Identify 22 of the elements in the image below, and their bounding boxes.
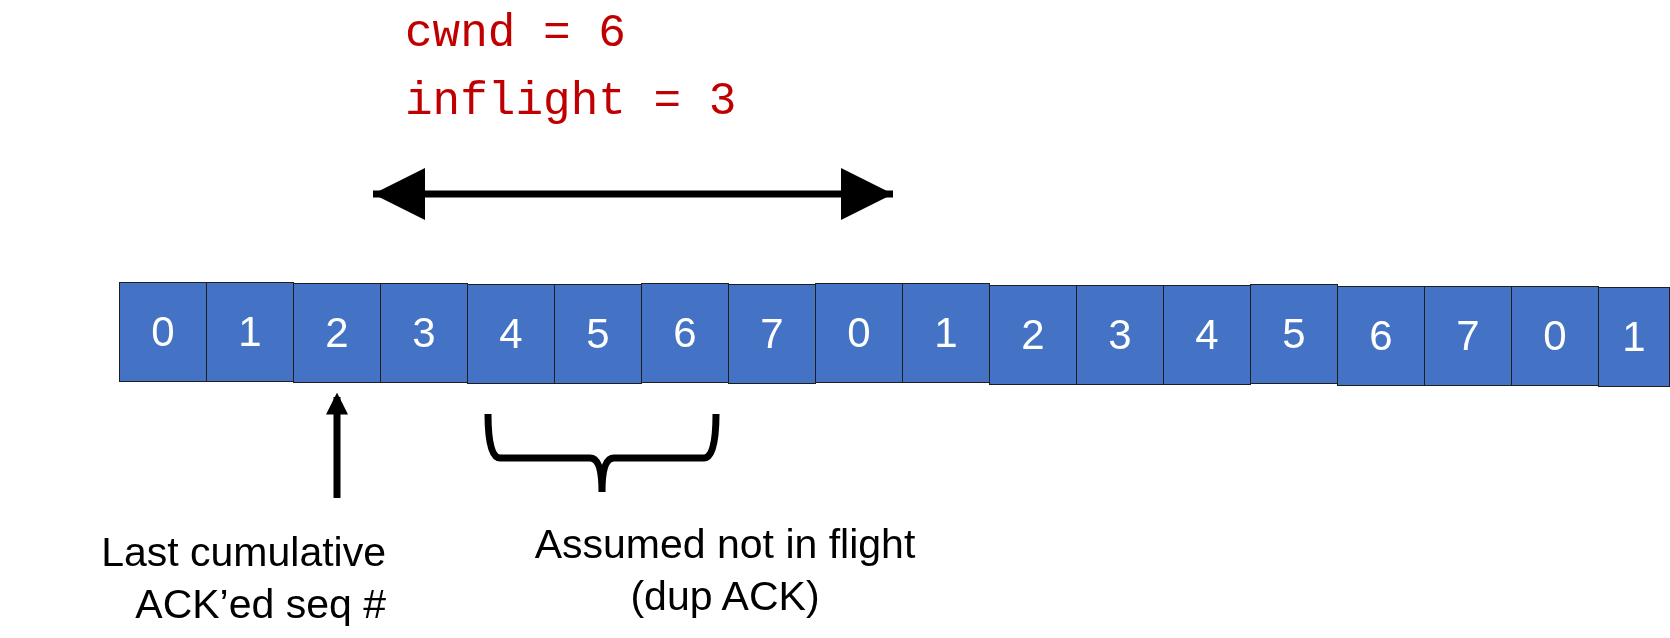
sequence-box: 4 <box>467 284 555 384</box>
sequence-box: 1 <box>1598 287 1670 387</box>
sequence-box: 6 <box>1337 286 1425 386</box>
sequence-box: 0 <box>815 283 903 383</box>
sequence-box: 2 <box>989 285 1077 385</box>
annotation-text: Last cumulative ACK’ed seq # <box>8 526 386 630</box>
sequence-box: 7 <box>728 284 816 384</box>
sequence-box: 3 <box>1076 285 1164 385</box>
sequence-box: 0 <box>119 282 207 382</box>
sequence-box: 7 <box>1424 286 1512 386</box>
sequence-box: 1 <box>902 283 990 383</box>
sequence-box: 3 <box>380 283 468 383</box>
sequence-box: 6 <box>641 283 729 383</box>
variable-text: cwnd = 6 <box>405 8 626 60</box>
sequence-box: 2 <box>293 283 381 383</box>
sequence-box: 0 <box>1511 286 1599 386</box>
variable-text: inflight = 3 <box>405 76 737 128</box>
sequence-box: 1 <box>206 282 294 382</box>
sequence-box: 4 <box>1163 285 1251 385</box>
sequence-box: 5 <box>1250 284 1338 384</box>
annotation-text: Assumed not in flight (dup ACK) <box>533 520 917 621</box>
sequence-box: 5 <box>554 284 642 384</box>
